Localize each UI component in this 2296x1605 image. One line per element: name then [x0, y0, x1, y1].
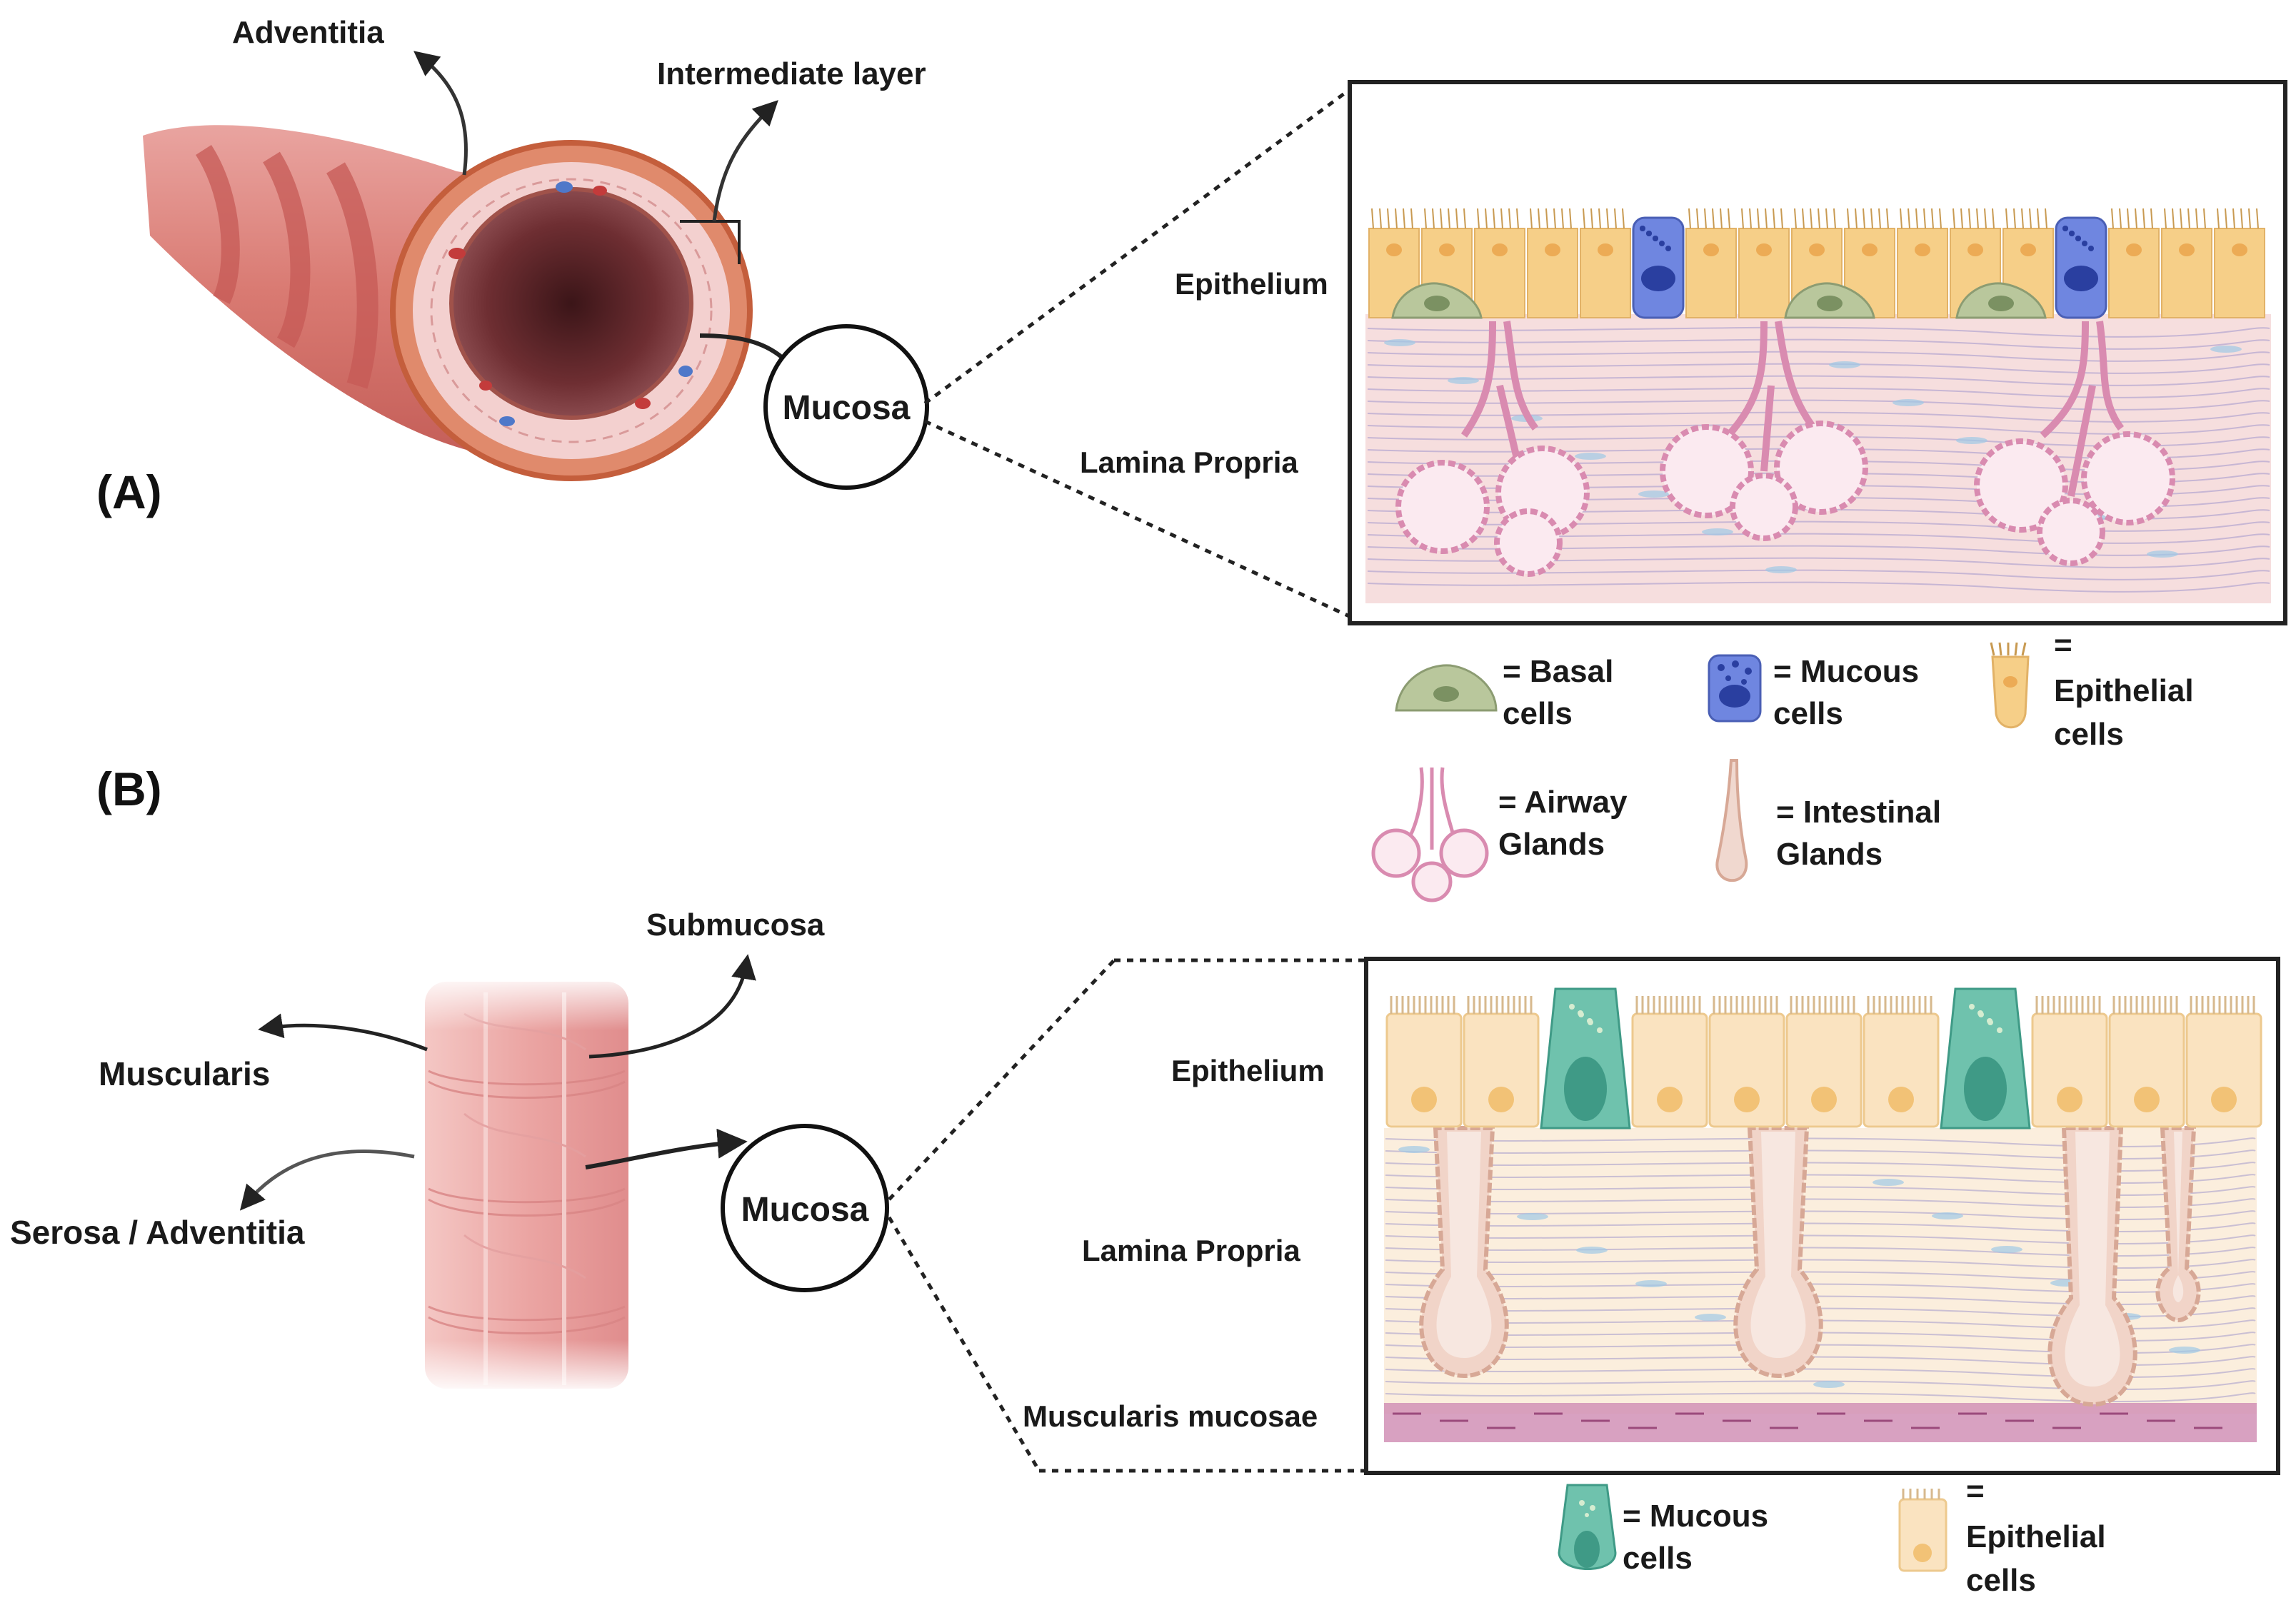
epithelial-cell-b [1785, 1012, 1863, 1128]
intestinal-crypts-b [1419, 1126, 2201, 1407]
submucosa-arrow [588, 954, 756, 1059]
gland-duct-a [1503, 321, 1539, 431]
legend-a: = Basal cells = Mucous cells = Epithelia… [1371, 628, 2202, 902]
panel-b: (B) Submucosa Muscularis Serosa / Advent… [10, 763, 2280, 1598]
legend-epithelial-icon-b [1898, 1489, 1947, 1572]
epithelial-cell-a [1897, 228, 1948, 318]
airway-glands-a [1395, 321, 2175, 577]
acinus-a [2081, 431, 2175, 525]
panel-a: Adventitia Intermediate layer Mucosa Epi… [96, 15, 2287, 902]
gland-duct-a [2096, 321, 2125, 431]
zoom-line-top-b [888, 959, 1116, 1201]
gland-duct-a [2040, 321, 2089, 438]
gland-duct-a [1775, 321, 1818, 431]
acinus-a [1395, 460, 1490, 554]
legend-basal-text: = Basal cells [1503, 654, 1623, 731]
zoom-line-bottom-b [887, 1216, 1041, 1472]
acinus-a [1494, 508, 1563, 577]
epithelial-cell-b [2031, 1012, 2108, 1128]
acinus-a [1730, 473, 1798, 541]
zoom-line-bottom-a [923, 419, 1358, 622]
epithelial-cell-b [1863, 1012, 1940, 1128]
legend-basal-icon [1395, 664, 1498, 712]
legend-epithelial-text-b: = Epithelial cells [1966, 1474, 2115, 1598]
epithelial-cell-b [2185, 1012, 2262, 1128]
mucosa-circle-a [763, 324, 929, 490]
acinus-a [1660, 424, 1754, 518]
muscularis-mucosae-layer [1384, 1403, 2257, 1442]
zoom-line-top-a [923, 82, 1358, 406]
intestine-illustration [425, 982, 628, 1389]
intermediate-layer-label: Intermediate layer [657, 56, 926, 91]
acinus-a [2037, 498, 2105, 566]
mucosa-arrow-b [585, 1128, 748, 1169]
epithelial-cell-b [1385, 1012, 1463, 1128]
submucosa-label: Submucosa [646, 907, 825, 942]
muscularis-mucosae-label: Muscularis mucosae [1023, 1399, 1318, 1433]
gland-duct-a [1460, 321, 1496, 438]
intermediate-arrow [712, 100, 778, 222]
epithelial-cell-a [2161, 228, 2212, 318]
legend-intestinal-text: = Intestinal Glands [1776, 795, 1950, 872]
airway-tube-illustration [143, 125, 753, 481]
epithelium-row-b [1385, 987, 2262, 1129]
legend-epithelial-text-a: = Epithelial cells [2054, 628, 2202, 752]
epithelial-cell-b [1708, 1012, 1785, 1128]
legend-b: = Mucous cells = Epithelial cells [1558, 1474, 2115, 1598]
serosa-label: Serosa / Adventitia [10, 1214, 305, 1251]
epithelial-cell-a [2108, 228, 2160, 318]
epithelial-cell-a [1474, 228, 1525, 318]
epithelial-cell-b [1463, 1012, 1540, 1128]
adventitia-arrow [413, 51, 468, 176]
legend-mucous-text-a: = Mucous cells [1773, 654, 1927, 731]
epithelial-cell-a [1685, 228, 1737, 318]
epithelial-cell-a [1580, 228, 1631, 318]
epithelial-cell-b [2108, 1012, 2185, 1128]
epithelial-cell-a [1738, 228, 1790, 318]
epithelium-label-b: Epithelium [1171, 1054, 1325, 1087]
panel-a-tag: (A) [96, 466, 162, 518]
acinus-a [1774, 421, 1868, 515]
muscularis-arrow [258, 1013, 428, 1052]
legend-airway-gland-icon [1371, 767, 1489, 902]
epithelium-label-a: Epithelium [1175, 267, 1328, 301]
legend-mucous-text-b: = Mucous cells [1623, 1499, 1777, 1576]
gland-duct-a [1725, 321, 1768, 438]
muscularis-label: Muscularis [99, 1055, 270, 1092]
lamina-propria-label-a: Lamina Propria [1080, 446, 1298, 479]
epithelium-row-a [1368, 208, 2265, 319]
epithelial-cell-a [2214, 228, 2265, 318]
legend-airway-text: = Airway Glands [1498, 785, 1636, 862]
epithelial-cell-a [1527, 228, 1578, 318]
acinus-a [1974, 438, 2068, 533]
legend-mucous-icon-a [1708, 654, 1762, 723]
epithelial-cell-b [1631, 1012, 1708, 1128]
mucosa-label-b: Mucosa [741, 1191, 869, 1229]
lamina-propria-label-b: Lamina Propria [1082, 1234, 1300, 1267]
adventitia-label: Adventitia [232, 15, 384, 50]
mucosa-circle-b [721, 1124, 889, 1292]
panel-b-tag: (B) [96, 763, 162, 815]
legend-epithelial-icon-a [1990, 642, 2030, 729]
fibers-b [1385, 1137, 2256, 1429]
legend-mucous-icon-b [1558, 1484, 1617, 1570]
serosa-arrow [239, 1149, 415, 1211]
mucosa-label-a: Mucosa [783, 389, 911, 427]
legend-intestinal-gland-icon [1715, 759, 1748, 882]
